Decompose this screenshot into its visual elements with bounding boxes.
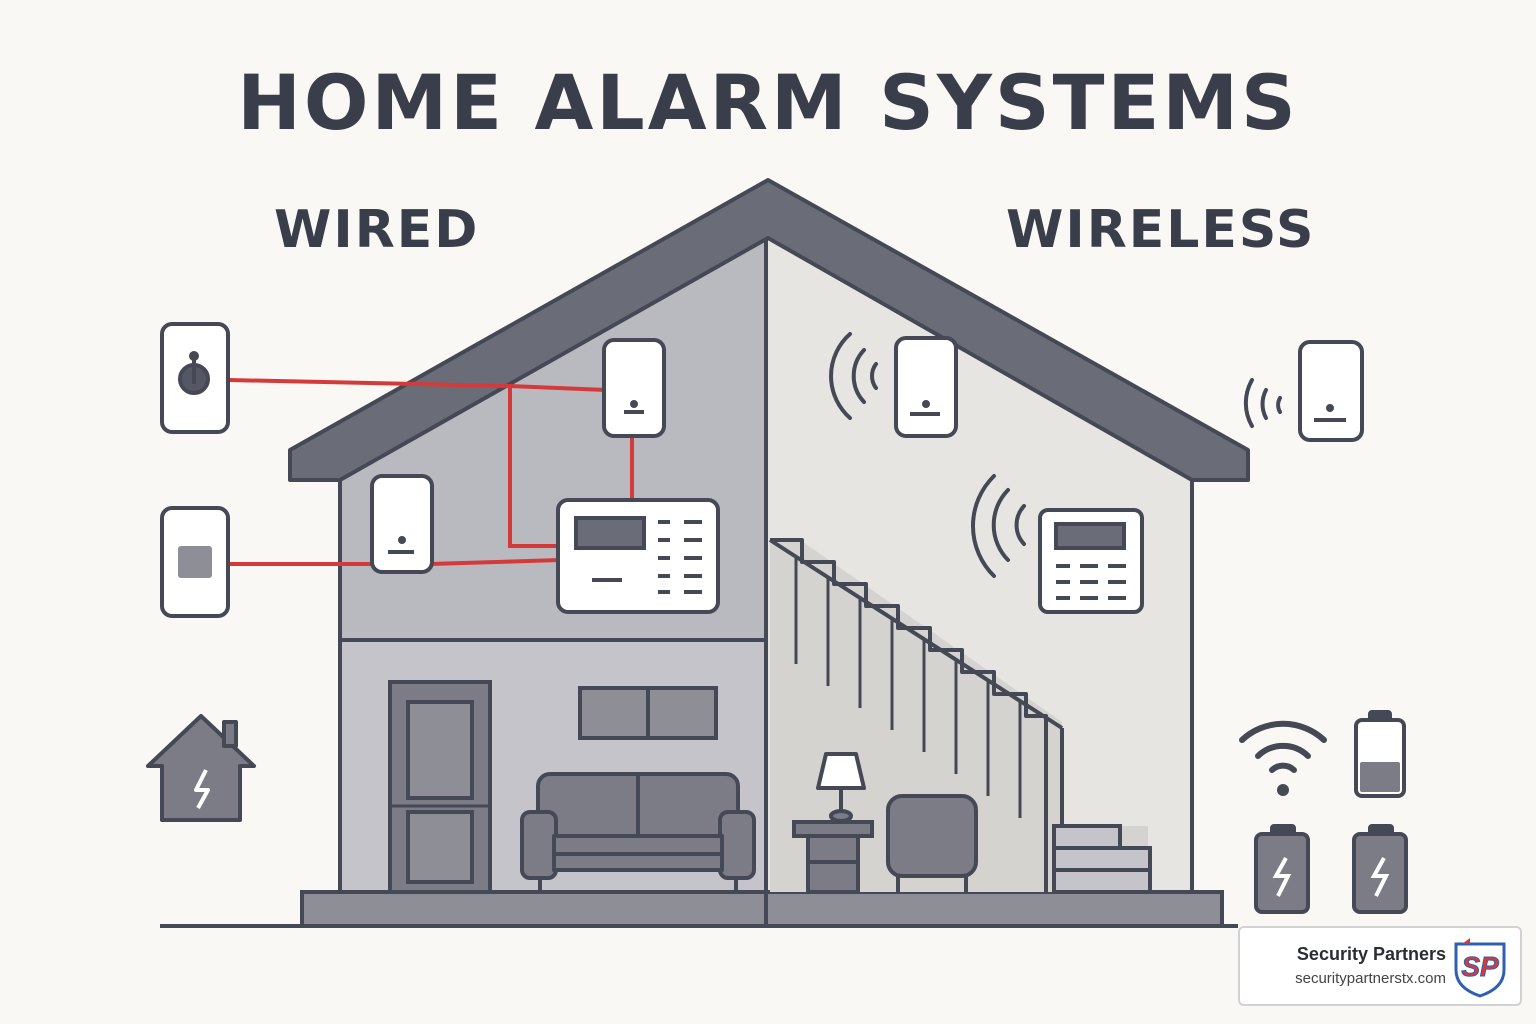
- roof: [288, 178, 1250, 482]
- brand-url[interactable]: securitypartnerstx.com: [1295, 970, 1446, 987]
- door-sensor-icon: [160, 322, 230, 434]
- signal-waves-icon: [829, 332, 878, 420]
- wired-label: WIRED: [274, 200, 480, 260]
- table-lamp: [816, 752, 866, 823]
- window-sensor-icon: [370, 474, 434, 574]
- wifi-icon: [1239, 720, 1327, 796]
- brand-name: Security Partners: [1296, 944, 1446, 964]
- logo-letters: SP: [1461, 951, 1499, 982]
- armchair: [886, 794, 978, 892]
- window-sensor-icon: [1298, 340, 1364, 442]
- front-door: [388, 680, 492, 894]
- control-panel-icon: [1038, 508, 1144, 614]
- window-sensor-icon: [894, 336, 958, 438]
- motion-sensor-icon: [160, 506, 230, 618]
- battery-charging-icon: [1352, 824, 1408, 914]
- page-title: HOME ALARM SYSTEMS: [237, 58, 1299, 147]
- brand-badge[interactable]: Security Partners securitypartnerstx.com…: [1238, 926, 1522, 1006]
- sofa: [520, 772, 756, 892]
- signal-waves-icon: [1243, 378, 1282, 428]
- alarm-wires: [227, 378, 634, 566]
- staircase: [768, 538, 1152, 894]
- window-sensor-icon: [602, 338, 666, 438]
- control-panel-icon: [556, 498, 720, 614]
- battery-icon: [1354, 710, 1406, 798]
- side-table: [792, 820, 874, 894]
- shield-logo-icon: SP: [1454, 938, 1506, 998]
- foundation: [300, 890, 1224, 928]
- living-room-window: [578, 686, 718, 740]
- battery-charging-icon: [1254, 824, 1310, 914]
- signal-waves-icon: [970, 474, 1026, 578]
- wireless-label: WIRELESS: [1006, 200, 1316, 260]
- powered-house-icon: [146, 714, 256, 822]
